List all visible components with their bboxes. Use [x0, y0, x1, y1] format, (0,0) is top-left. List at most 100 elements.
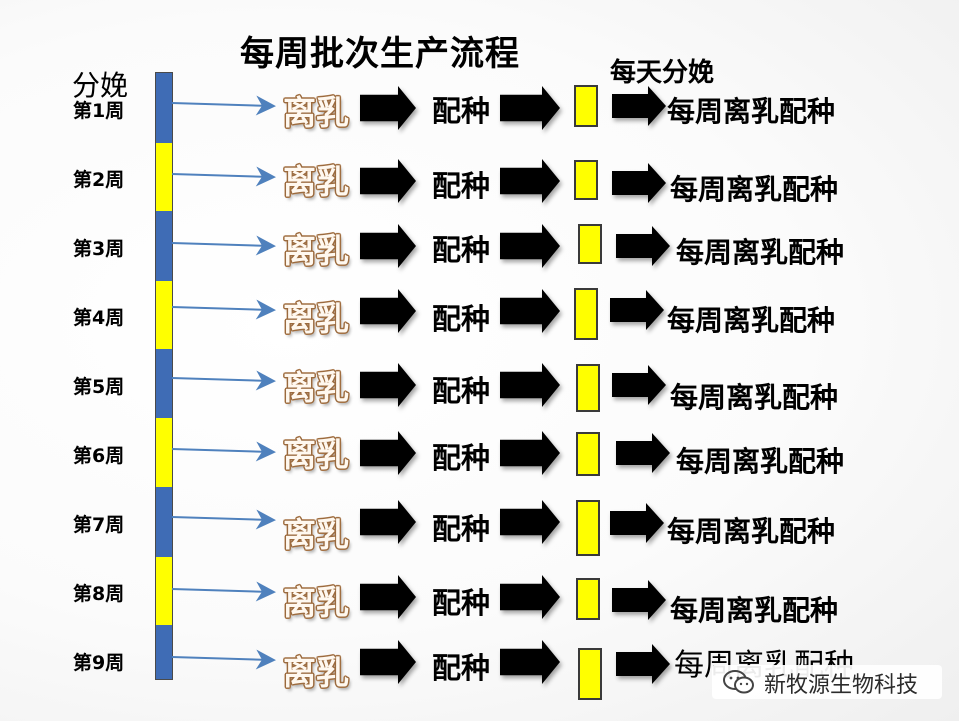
black-arrow-c-3 — [616, 226, 670, 266]
black-arrow-c-9 — [616, 644, 670, 684]
black-arrow-c-2 — [612, 163, 666, 203]
week-label-8: 第8周 — [73, 583, 125, 605]
black-arrows-to-weekly-mating — [610, 86, 670, 684]
mating-label-5: 配种 — [432, 374, 491, 408]
mating-label-7: 配种 — [432, 512, 491, 546]
black-arrow-a-6 — [360, 431, 416, 475]
black-arrow-b-2 — [500, 159, 560, 203]
mating-label-9: 配种 — [432, 651, 491, 685]
mating-label-1: 配种 — [432, 94, 491, 128]
weekly-wean-mate-label-4: 每周离乳配种 — [667, 304, 836, 337]
weaning-label-8: 离乳 — [283, 583, 349, 622]
mating-label-4: 配种 — [432, 302, 491, 336]
strip-segment-1 — [156, 73, 172, 143]
weaning-label-9: 离乳 — [283, 653, 349, 692]
daily-farrowing-box-9 — [578, 648, 602, 700]
weekly-wean-mate-label-1: 每周离乳配种 — [667, 95, 836, 128]
black-arrow-c-4 — [610, 290, 664, 330]
black-arrow-c-5 — [612, 365, 666, 405]
week-label-4: 第4周 — [73, 307, 125, 329]
black-arrow-c-7 — [610, 503, 664, 543]
connector-arrow-7 — [171, 509, 276, 530]
strip-segment-3 — [156, 211, 172, 281]
daily-farrowing-box-2 — [574, 160, 598, 200]
daily-farrowing-label: 每天分娩 — [610, 58, 715, 88]
wechat-icon — [723, 670, 754, 694]
daily-farrowing-box-3 — [578, 224, 602, 264]
daily-farrowing-box-1 — [574, 85, 598, 127]
black-arrow-b-1 — [500, 86, 560, 130]
black-arrow-b-9 — [500, 640, 560, 684]
strip-segment-8 — [156, 557, 172, 625]
black-arrow-c-1 — [612, 86, 666, 126]
blue-connector-arrows — [171, 95, 276, 670]
black-arrow-a-2 — [360, 159, 416, 203]
daily-farrowing-box-5 — [576, 364, 600, 412]
weaning-label-7: 离乳 — [283, 515, 349, 554]
black-arrow-b-6 — [500, 431, 560, 475]
connector-arrow-2 — [171, 166, 276, 187]
daily-farrowing-box-6 — [576, 432, 600, 476]
week-timeline-strip — [155, 72, 173, 680]
weekly-wean-mate-label-3: 每周离乳配种 — [676, 236, 845, 269]
black-arrow-b-7 — [500, 500, 560, 544]
connector-arrow-1 — [171, 95, 276, 116]
weaning-label-3: 离乳 — [283, 231, 349, 270]
strip-segment-2 — [156, 143, 172, 211]
mating-label-3: 配种 — [432, 233, 491, 267]
weaning-label-1: 离乳 — [283, 93, 349, 132]
black-arrow-a-9 — [360, 640, 416, 684]
watermark-text: 新牧源生物科技 — [764, 673, 919, 698]
black-arrow-c-8 — [612, 580, 666, 620]
weekly-wean-mate-label-7: 每周离乳配种 — [667, 515, 836, 548]
week-label-6: 第6周 — [73, 445, 125, 467]
black-arrow-a-4 — [360, 289, 416, 333]
strip-segment-9 — [156, 625, 172, 679]
connector-arrow-5 — [171, 370, 276, 391]
farrowing-axis-label: 分娩 — [72, 69, 129, 102]
week-label-9: 第9周 — [73, 652, 125, 674]
weaning-label-5: 离乳 — [283, 368, 349, 407]
weekly-wean-mate-label-5: 每周离乳配种 — [670, 381, 839, 414]
strip-segment-6 — [156, 418, 172, 487]
daily-farrowing-box-4 — [574, 288, 598, 340]
weaning-label-4: 离乳 — [283, 299, 349, 338]
black-arrows-to-box — [500, 86, 560, 684]
weekly-wean-mate-label-2: 每周离乳配种 — [670, 173, 839, 206]
black-arrow-a-5 — [360, 363, 416, 407]
black-arrow-b-3 — [500, 224, 560, 268]
weaning-label-6: 离乳 — [283, 435, 349, 474]
black-arrow-a-3 — [360, 224, 416, 268]
strip-segment-7 — [156, 487, 172, 557]
week-label-3: 第3周 — [73, 238, 125, 260]
black-arrows-to-mating — [360, 86, 416, 684]
mating-label-2: 配种 — [432, 169, 491, 203]
weekly-wean-mate-label-6: 每周离乳配种 — [676, 445, 845, 478]
black-arrow-a-7 — [360, 500, 416, 544]
connector-arrow-8 — [171, 581, 276, 602]
mating-label-8: 配种 — [432, 586, 491, 620]
week-label-2: 第2周 — [73, 169, 125, 191]
weekly-wean-mate-label-8: 每周离乳配种 — [670, 594, 839, 627]
black-arrow-b-4 — [500, 289, 560, 333]
black-arrow-c-6 — [616, 433, 670, 473]
connector-arrow-4 — [171, 299, 276, 320]
connector-arrow-6 — [171, 441, 276, 462]
black-arrow-a-8 — [360, 575, 416, 619]
daily-farrowing-box-7 — [576, 500, 600, 556]
connector-arrow-9 — [171, 649, 276, 670]
black-arrow-b-8 — [500, 575, 560, 619]
week-label-1: 第1周 — [73, 100, 125, 122]
black-arrow-b-5 — [500, 363, 560, 407]
strip-segment-4 — [156, 281, 172, 349]
weaning-label-2: 离乳 — [283, 162, 349, 201]
black-arrow-a-1 — [360, 86, 416, 130]
diagram-title: 每周批次生产流程 — [240, 34, 520, 74]
strip-segment-5 — [156, 349, 172, 418]
week-label-7: 第7周 — [73, 514, 125, 536]
week-label-5: 第5周 — [73, 376, 125, 398]
mating-label-6: 配种 — [432, 441, 491, 475]
connector-arrow-3 — [171, 235, 276, 256]
daily-farrowing-box-8 — [576, 578, 600, 620]
